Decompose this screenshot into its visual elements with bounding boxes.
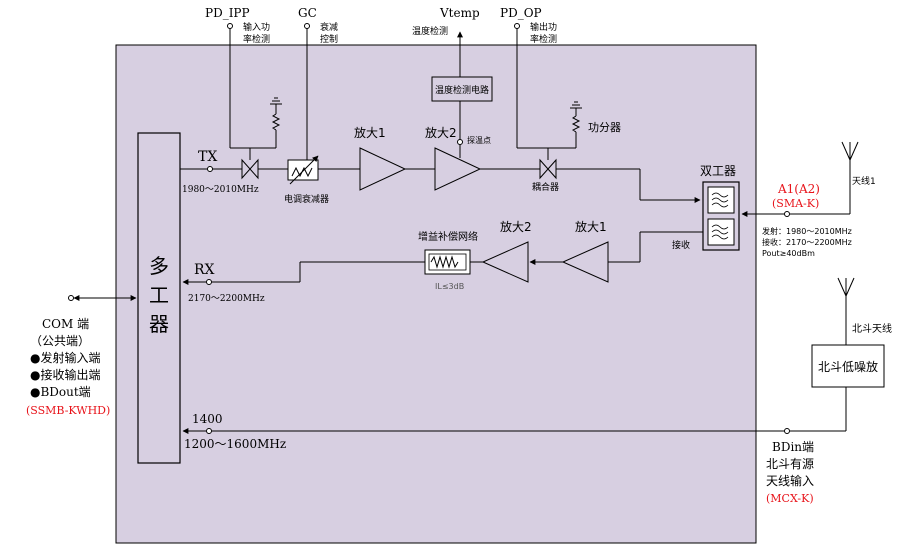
module-enclosure: [115, 44, 757, 544]
gc-node: [304, 23, 310, 29]
pd-ipp-label: PD_IPP: [205, 6, 250, 20]
bd-1400-node: [206, 428, 212, 434]
multiplexer-block: [137, 132, 181, 464]
bd-antenna-icon: [837, 277, 855, 297]
pd-ipp-desc-1: 输入功: [243, 21, 270, 33]
antenna-icon: [841, 141, 859, 161]
pd-op-desc-1: 输出功: [530, 21, 557, 33]
power-divider-label: 功分器: [588, 121, 621, 134]
receive-label: 接收: [672, 239, 690, 251]
vtemp-label: Vtemp: [439, 6, 480, 20]
termination-resistor-1: [271, 113, 281, 131]
com-label-4: ●接收输出端: [30, 367, 100, 382]
output-coupler-symbol: [539, 158, 557, 180]
sma-connector-label: (SMA-K): [772, 197, 819, 210]
pd-op-label: PD_OP: [500, 6, 542, 20]
bd-1400-label: 1400: [192, 412, 223, 426]
tx-amp2-label: 放大2: [425, 125, 457, 140]
mcx-connector-label: (MCX-K): [766, 492, 814, 505]
bd-lna-label: 北斗低噪放: [818, 359, 878, 374]
probe-point-node: [457, 139, 463, 145]
rx-freq-label: 2170～2200MHz: [188, 294, 265, 304]
temp-circuit-label: 温度检测电路: [435, 84, 489, 96]
com-label-5: ●BDout端: [30, 385, 91, 399]
bd-lna-block: [811, 344, 885, 388]
temp-detection-circuit: [431, 76, 493, 102]
bdin-label-1: BDin端: [772, 440, 814, 454]
multiplexer-label-3: 器: [149, 312, 169, 336]
attenuator-label: 电调衰减器: [284, 193, 329, 205]
ground-icon: [570, 101, 582, 109]
multiplexer-label-2: 工: [149, 283, 169, 307]
termination-resistor-2: [571, 115, 581, 133]
probe-point-label: 探温点: [467, 135, 491, 145]
pd-op-node: [514, 23, 520, 29]
bdin-label-2: 北斗有源: [766, 457, 814, 471]
spec-pout: Pout≥40dBm: [762, 249, 815, 258]
vtemp-desc: 温度检测: [412, 25, 448, 37]
pd-op-desc-2: 率检测: [530, 33, 557, 45]
pd-ipp-desc-2: 率检测: [243, 33, 270, 45]
tx-freq-label: 1980～2010MHz: [182, 185, 259, 195]
com-label-2: （公共端）: [30, 334, 90, 348]
com-node: [68, 295, 74, 301]
rx-amp1-label: 放大1: [575, 219, 607, 234]
ground-icon: [270, 97, 282, 105]
rx-amplifier-2: [481, 241, 529, 283]
com-label-1: COM 端: [42, 317, 89, 331]
tx-label: TX: [198, 149, 217, 165]
antenna1-label: 天线1: [852, 175, 876, 187]
gain-comp-label: 增益补偿网络: [418, 230, 478, 243]
bd-freq-label: 1200～1600MHz: [184, 437, 286, 451]
tx-amplifier-2: [434, 147, 482, 191]
tx-node: [207, 166, 213, 172]
com-label-3: ●发射输入端: [30, 350, 100, 365]
gc-label: GC: [298, 6, 317, 20]
rx-node: [206, 279, 212, 285]
duplexer-filter-tx: [707, 186, 735, 214]
a1-port-label: A1(A2): [777, 182, 820, 196]
bdin-node: [784, 428, 790, 434]
duplexer-filter-rx: [707, 218, 735, 246]
bd-antenna-label: 北斗天线: [852, 322, 892, 335]
duplexer-label: 双工器: [700, 164, 736, 178]
rx-label: RX: [194, 262, 215, 278]
gc-desc-2: 控制: [320, 33, 338, 45]
rx-amplifier-1: [561, 241, 609, 283]
rx-amp2-label: 放大2: [500, 219, 532, 234]
spec-rx: 接收：2170～2200MHz: [762, 237, 852, 247]
il-label: IL≤3dB: [435, 282, 464, 291]
a1-connector-node: [784, 211, 790, 217]
spec-tx: 发射：1980～2010MHz: [762, 226, 852, 236]
bdin-label-3: 天线输入: [766, 473, 814, 488]
pd-ipp-node: [227, 23, 233, 29]
coupler-label: 耦合器: [532, 181, 559, 193]
tx-amp1-label: 放大1: [354, 125, 386, 140]
multiplexer-label-1: 多: [149, 254, 169, 278]
gc-desc-1: 衰减: [320, 21, 338, 33]
ssmb-connector-label: (SSMB-KWHD): [26, 404, 110, 417]
input-coupler-symbol: [241, 158, 259, 180]
tx-amplifier-1: [359, 147, 407, 191]
